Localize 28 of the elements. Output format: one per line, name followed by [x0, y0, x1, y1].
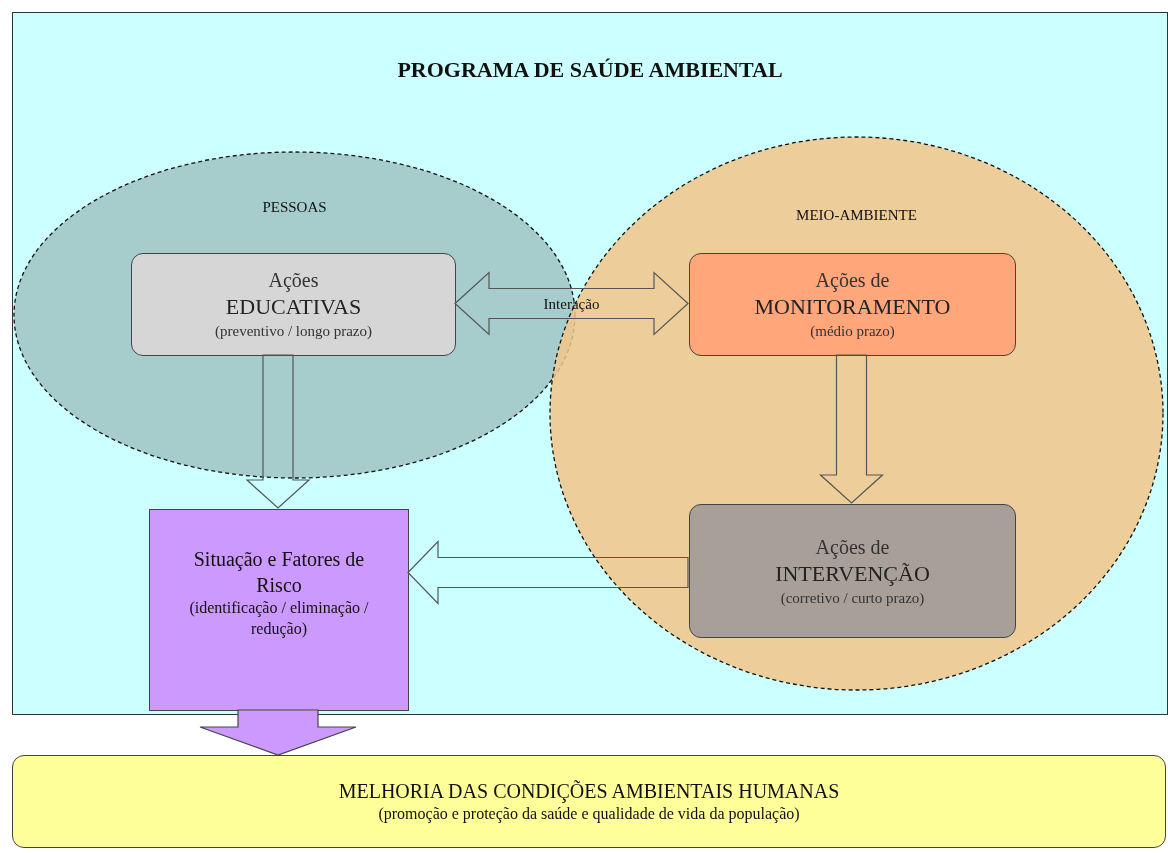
outcome-heading: MELHORIA DAS CONDIÇÕES AMBIENTAIS HUMANAS [338, 779, 840, 805]
action-heading: INTERVENÇÃO [775, 559, 930, 588]
risk-subtitle: (identificação / eliminação / redução) [188, 598, 370, 640]
group-label: MEIO-AMBIENTE [796, 206, 917, 225]
program-title: PROGRAMA DE SAÚDE AMBIENTAL [397, 56, 783, 84]
block-arrow [407, 540, 689, 605]
edge-label: Interação [543, 294, 600, 314]
block-arrow [245, 354, 311, 509]
program-panel [12, 12, 1168, 715]
block-arrow [199, 709, 357, 756]
action-box [131, 253, 456, 356]
outcome-subtitle: (promoção e proteção da saúde e qualidade de vida da população) [378, 804, 800, 825]
action-box [689, 504, 1016, 638]
group-label: PESSOAS [262, 198, 327, 217]
block-arrow [454, 271, 689, 336]
action-subtitle: (corretivo / curto prazo) [780, 588, 925, 608]
action-heading: MONITORAMENTO [754, 293, 951, 322]
block-arrow [818, 354, 885, 504]
outcome-box [12, 755, 1166, 848]
action-subtitle: (preventivo / longo prazo) [215, 322, 372, 342]
action-label: Ações de [815, 268, 890, 294]
action-box [689, 253, 1016, 356]
risk-box [149, 509, 409, 711]
action-heading: EDUCATIVAS [225, 293, 362, 322]
risk-heading: Situação e Fatores de Risco [192, 547, 366, 598]
action-label: Ações [268, 268, 319, 294]
action-subtitle: (médio prazo) [810, 322, 895, 342]
action-label: Ações de [815, 534, 890, 560]
